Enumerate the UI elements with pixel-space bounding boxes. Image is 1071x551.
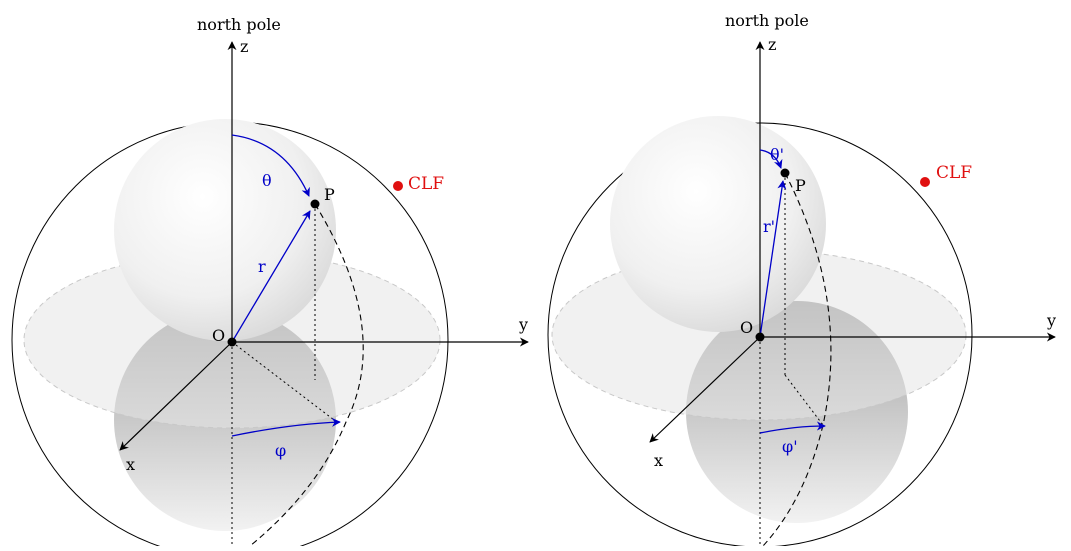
- theta-label: θ': [770, 145, 784, 164]
- origin-label: O: [212, 326, 225, 345]
- upper-sphere: [610, 116, 826, 332]
- z-axis-label: z: [768, 35, 776, 54]
- clf-label: CLF: [408, 174, 444, 194]
- phi-label: φ': [782, 437, 798, 456]
- phi-label: φ: [275, 441, 286, 460]
- clf-point: [393, 181, 403, 191]
- left-panel: north pole z y x O P r θ φ CLF: [11, 15, 529, 551]
- origin-point: [227, 337, 237, 347]
- theta-arc: [759, 149, 783, 169]
- point-p: [310, 199, 320, 209]
- radius-vector: [759, 180, 787, 338]
- projection-diagonal-dotted: [784, 374, 824, 426]
- origin-label: O: [740, 318, 753, 337]
- theta-label: θ: [262, 171, 272, 190]
- meridian-dashed: [249, 203, 364, 547]
- north-pole-label: north pole: [725, 11, 809, 30]
- x-axis-label: x: [126, 455, 135, 474]
- x-axis: [119, 341, 233, 451]
- y-axis-label: y: [1046, 311, 1056, 330]
- point-p: [780, 168, 790, 178]
- meridian-dashed: [762, 172, 832, 547]
- x-axis-label: x: [654, 451, 663, 470]
- clf-label: CLF: [936, 163, 972, 183]
- phi-arc: [231, 417, 341, 437]
- point-p-label: P: [324, 185, 335, 204]
- y-axis-label: y: [518, 315, 528, 334]
- upper-sphere: [114, 119, 336, 341]
- x-axis: [649, 336, 761, 443]
- point-p-label: P: [795, 176, 806, 195]
- clf-point: [920, 177, 930, 187]
- origin-point: [755, 332, 765, 342]
- theta-arc: [231, 134, 310, 197]
- radius-label: r': [763, 217, 775, 236]
- phi-arc: [759, 421, 826, 434]
- projection-diagonal-dotted: [231, 341, 339, 424]
- radius-label: r: [258, 257, 266, 276]
- radius-vector: [231, 210, 311, 343]
- z-axis-label: z: [240, 37, 248, 56]
- north-pole-label: north pole: [197, 15, 281, 34]
- right-panel: north pole z y x O P r' θ' φ' CLF: [547, 11, 1056, 548]
